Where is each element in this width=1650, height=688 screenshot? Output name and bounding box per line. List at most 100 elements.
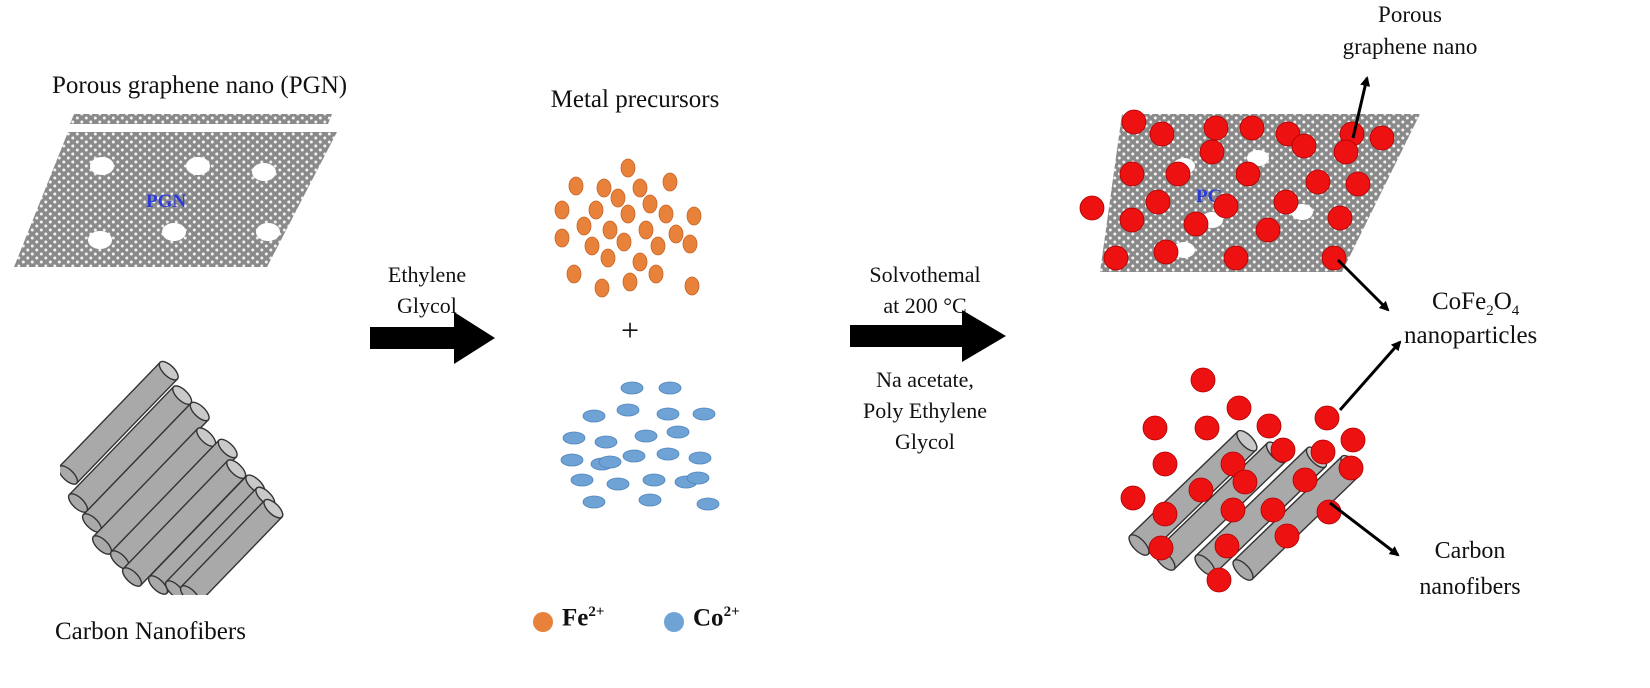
fe-ion [600,248,616,268]
fe-ion [622,272,638,292]
fe-ion [632,178,648,198]
cofe2o4-particle [1291,133,1317,159]
fe-ion [554,200,570,220]
cofe-sub1: 2 [1486,303,1494,319]
fe-legend-label: Fe2+ [562,604,604,633]
cofe2o4-particle [1338,455,1364,481]
co-ion [622,449,646,463]
fe-ion [632,252,648,272]
pgn-sheet: PGN [14,114,337,267]
arrow2-label-bot3: Glycol [895,429,955,454]
fe-ion [588,200,604,220]
nanofiber [121,459,247,587]
cofe2o4-particle [1314,405,1340,431]
cofe2o4-particle [1220,451,1246,477]
arrow1-label-line2: Glycol [397,293,457,318]
cofe-base: CoFe [1432,288,1487,315]
cofe2o4-particle [1239,115,1265,141]
leader-arrow-cofe-top [1336,258,1390,312]
cofe2o4-particle [1188,477,1214,503]
cofe2o4-particle [1274,523,1300,549]
fe-ion [554,228,570,248]
fe-ion [596,178,612,198]
co-ion [570,473,594,487]
co-ion [582,409,606,423]
cofe2o4-particle [1220,497,1246,523]
cofe2o4-particle [1183,211,1209,237]
arrow2-label-bot1: Na acetate, [876,367,974,392]
fe-ion [616,232,632,252]
pgn-title: Porous graphene nano (PGN) [52,72,348,99]
cofe2o4-particle [1214,533,1240,559]
co-ion [560,453,584,467]
co-ion [656,447,680,461]
nanofiber [60,360,179,485]
cofe2o4-particle [1327,205,1353,231]
co-ion [594,435,618,449]
cnf-title: Carbon Nanofibers [55,618,246,645]
cofe2o4-particle [1256,413,1282,439]
co-ion [562,431,586,445]
cofe2o4-particle [1149,121,1175,147]
cofe2o4-particle [1235,161,1261,187]
cofe2o4-particle [1119,161,1145,187]
fe-ion-cluster [554,158,702,298]
cofe2o4-particle [1203,115,1229,141]
cofe2o4-particle [1153,239,1179,265]
carbon-nanofiber-bundle-right [1120,367,1366,593]
arrow-right-icon [370,312,495,364]
pg-sheet-with-particles: PG [1079,109,1420,272]
fe-ion [566,264,582,284]
out-nanoparticles: nanoparticles [1404,322,1538,349]
cofe2o4-particle [1103,245,1129,271]
co-legend-label: Co2+ [693,604,740,633]
fe-ion [594,278,610,298]
cofe2o4-particle [1369,125,1395,151]
leader-arrow-porous [1351,76,1371,139]
co-ion [598,455,622,469]
co-legend-base: Co [693,604,724,632]
fe-ion [584,236,600,256]
cofe2o4-particle [1120,485,1146,511]
cofe2o4-particle [1206,567,1232,593]
cofe2o4-particle [1190,367,1216,393]
cofe2o4-particle [1152,451,1178,477]
cofe2o4-particle [1255,217,1281,243]
co-ion [620,381,644,395]
fe-legend-base: Fe [562,604,589,632]
co-ion [616,403,640,417]
cofe2o4-particle [1270,437,1296,463]
cofe2o4-particle [1199,139,1225,165]
fe-ion [650,236,666,256]
cofe2o4-particle [1148,535,1174,561]
cofe2o4-particle [1305,169,1331,195]
cofe2o4-particle [1121,109,1147,135]
co-ion [582,495,606,509]
fe-ion [602,220,618,240]
co-ion-cluster [560,381,720,511]
arrow2-label-top2: at 200 °C [883,293,967,318]
fe-ion [576,216,592,236]
out-porous-line1: Porous [1378,2,1442,27]
cofe2o4-particle [1273,189,1299,215]
co-ion [606,477,630,491]
arrow1-label-line1: Ethylene [387,262,467,287]
fe-ion [658,204,674,224]
out-carbon-line1: Carbon [1434,538,1506,564]
carbon-nanofiber-bundle-left [60,360,284,595]
cofe2o4-particle [1333,139,1359,165]
fe-ion [620,204,636,224]
fe-ion [568,176,584,196]
cofe2o4-particle [1079,195,1105,221]
plus-sign: + [620,312,640,348]
co-ion [634,429,658,443]
leader-arrows [1329,76,1402,557]
arrow-right-icon [850,310,1006,362]
leader-arrow-carbon [1329,501,1400,557]
cofe2o4-particle [1232,469,1258,495]
nanofiber [109,438,238,570]
cofe2o4-particle [1165,161,1191,187]
out-carbon-line2: nanofibers [1419,574,1521,600]
fe-ion [648,264,664,284]
fe-legend-sup: 2+ [588,604,605,620]
